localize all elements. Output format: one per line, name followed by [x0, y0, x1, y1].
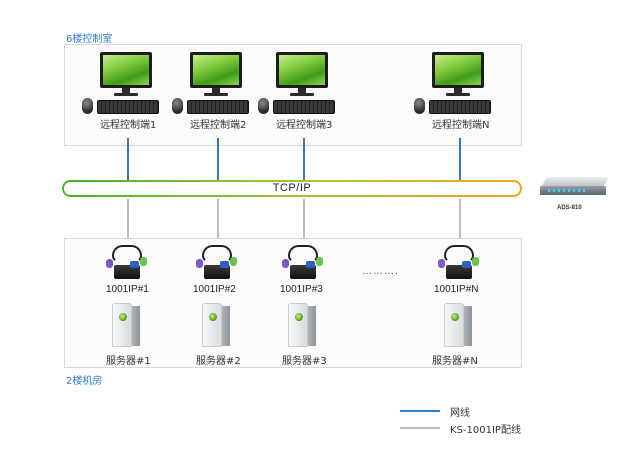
kvm-module-icon	[282, 245, 326, 281]
kvm-label: 1001IP#3	[280, 284, 323, 295]
server-label: 服务器#1	[106, 356, 151, 367]
workstation-label: 远程控制端3	[276, 120, 333, 131]
kvm-label: 1001IP#1	[106, 284, 149, 295]
network-cable	[459, 138, 461, 181]
server-icon	[202, 303, 232, 347]
keyboard-icon	[429, 100, 491, 114]
keyboard-icon	[187, 100, 249, 114]
workstation-label: 远程控制端2	[190, 120, 247, 131]
monitor-icon	[190, 52, 242, 96]
legend-kvm-swatch	[400, 427, 440, 429]
monitor-icon	[100, 52, 152, 96]
legend-kvm-label: KS-1001IP配线	[450, 425, 521, 436]
control-room-label: 6楼控制室	[66, 34, 113, 45]
server-label: 服务器#2	[196, 356, 241, 367]
monitor-icon	[276, 52, 328, 96]
server-label: 服务器#3	[282, 356, 327, 367]
network-cable	[217, 138, 219, 181]
server-icon	[288, 303, 318, 347]
server-icon	[112, 303, 142, 347]
monitor-icon	[432, 52, 484, 96]
ellipsis-label: ……….	[362, 266, 399, 277]
kvm-module-icon	[438, 245, 482, 281]
legend-network-swatch	[400, 410, 440, 412]
mouse-icon	[414, 98, 425, 114]
kvm-label: 1001IP#2	[193, 284, 236, 295]
workstation-label: 远程控制端N	[432, 120, 490, 131]
kvm-label: 1001IP#N	[434, 284, 479, 295]
workstation-label: 远程控制端1	[100, 120, 157, 131]
workstation-n: 远程控制端N	[410, 50, 500, 131]
mouse-icon	[258, 98, 269, 114]
device-label: ADS-810	[557, 205, 582, 211]
tcp-ip-network-bar: TCP/IP	[62, 180, 522, 197]
network-cable	[127, 138, 129, 181]
workstation-1: 远程控制端1	[78, 50, 168, 131]
keyboard-icon	[97, 100, 159, 114]
kvm-cable	[303, 199, 305, 243]
mouse-icon	[172, 98, 183, 114]
ads-device-icon	[540, 173, 610, 201]
kvm-module-icon	[106, 245, 150, 281]
mouse-icon	[82, 98, 93, 114]
kvm-cable	[217, 199, 219, 243]
server-room-label: 2楼机房	[66, 376, 103, 387]
legend-network-label: 网线	[450, 408, 470, 419]
server-icon	[444, 303, 474, 347]
network-cable	[303, 138, 305, 181]
server-label: 服务器#N	[432, 356, 478, 367]
workstation-3: 远程控制端3	[254, 50, 344, 131]
kvm-module-icon	[196, 245, 240, 281]
workstation-2: 远程控制端2	[168, 50, 258, 131]
network-label: TCP/IP	[272, 182, 312, 194]
keyboard-icon	[273, 100, 335, 114]
kvm-cable	[459, 199, 461, 243]
kvm-cable	[127, 199, 129, 243]
